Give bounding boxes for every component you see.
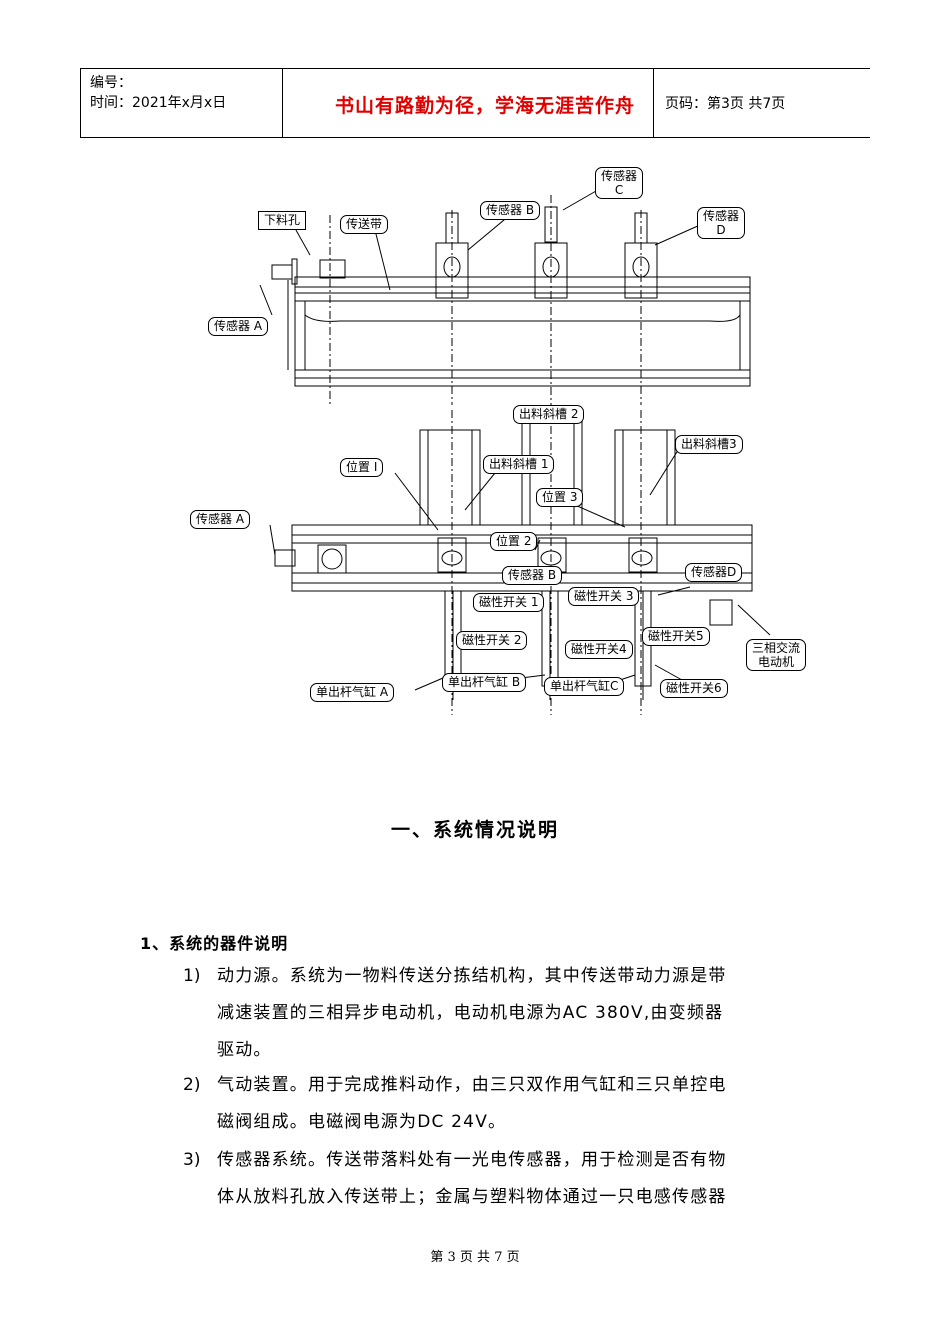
header-number: 编号： — [90, 75, 132, 91]
label-sensor-d-bottom: 传感器D — [685, 563, 743, 582]
label-chute-1: 出料斜槽 1 — [483, 455, 555, 474]
page-header: 编号： 时间：2021年x月x日 书山有路勤为径，学海无涯苦作舟 页码：第3页 … — [80, 68, 870, 138]
label-sensor-d-top: 传感器 D — [697, 207, 746, 239]
label-pos-2: 位置 2 — [490, 532, 538, 551]
header-time: 时间：2021年x月x日 — [90, 95, 227, 111]
item-text: 传感器系统。传送带落料处有一光电传感器，用于检测是否有物 体从放料孔放入传送带上… — [217, 1150, 727, 1207]
label-sensor-c: 传感器 C — [595, 167, 644, 199]
label-chute-3: 出料斜槽3 — [675, 435, 743, 454]
header-meta: 编号： 时间：2021年x月x日 — [90, 73, 226, 113]
item-number: 1) — [183, 966, 201, 986]
header-divider — [80, 69, 81, 137]
label-chute-2: 出料斜槽 2 — [513, 405, 585, 424]
label-sensor-b-bottom: 传感器 B — [502, 566, 563, 585]
list-item: 3) 传感器系统。传送带落料处有一光电传感器，用于检测是否有物 体从放料孔放入传… — [183, 1142, 813, 1216]
item-text: 气动装置。用于完成推料动作，由三只双作用气缸和三只单控电 磁阀组成。电磁阀电源为… — [217, 1075, 727, 1132]
conveyor-drawing — [259, 182, 771, 715]
conveyor-diagram: 下料孔 传送带 传感器 B 传感器 C 传感器 D 传感器 A 出料斜槽 2 出… — [180, 155, 840, 735]
subsection-title: 1、系统的器件说明 — [140, 934, 289, 953]
label-sensor-a-top: 传感器 A — [208, 317, 269, 336]
label-sensor-b-top: 传感器 B — [480, 201, 541, 220]
header-divider — [653, 69, 654, 137]
label-cylinder-c: 单出杆气缸C — [544, 677, 625, 696]
item-text: 动力源。系统为一物料传送分拣结机构，其中传送带动力源是带 减速装置的三相异步电动… — [217, 966, 727, 1060]
label-xialiao: 下料孔 — [258, 211, 307, 230]
label-motor: 三相交流 电动机 — [746, 639, 807, 671]
header-divider — [282, 69, 283, 137]
label-switch-2: 磁性开关 2 — [456, 631, 528, 650]
label-switch-3: 磁性开关 3 — [568, 587, 640, 606]
header-page: 页码：第3页 共7页 — [665, 96, 786, 112]
label-switch-4: 磁性开关4 — [565, 640, 633, 659]
label-cylinder-a: 单出杆气缸 A — [310, 683, 395, 702]
header-motto: 书山有路勤为径，学海无涯苦作舟 — [334, 95, 635, 117]
label-pos-1: 位置 I — [340, 458, 384, 477]
item-number: 3) — [183, 1150, 201, 1170]
label-sensor-a-bottom: 传感器 A — [190, 510, 251, 529]
list-item: 2) 气动装置。用于完成推料动作，由三只双作用气缸和三只单控电 磁阀组成。电磁阀… — [183, 1067, 813, 1141]
section-title: 一、系统情况说明 — [390, 819, 559, 841]
label-cylinder-b: 单出杆气缸 B — [442, 673, 527, 692]
page-footer: 第 3 页 共 7 页 — [430, 1250, 520, 1265]
label-switch-5: 磁性开关5 — [642, 627, 710, 646]
label-switch-1: 磁性开关 1 — [473, 593, 545, 612]
list-item: 1) 动力源。系统为一物料传送分拣结机构，其中传送带动力源是带 减速装置的三相异… — [183, 958, 813, 1069]
label-pos-3: 位置 3 — [536, 488, 584, 507]
label-switch-6: 磁性开关6 — [660, 679, 728, 698]
label-belt: 传送带 — [340, 215, 389, 234]
item-number: 2) — [183, 1075, 201, 1095]
